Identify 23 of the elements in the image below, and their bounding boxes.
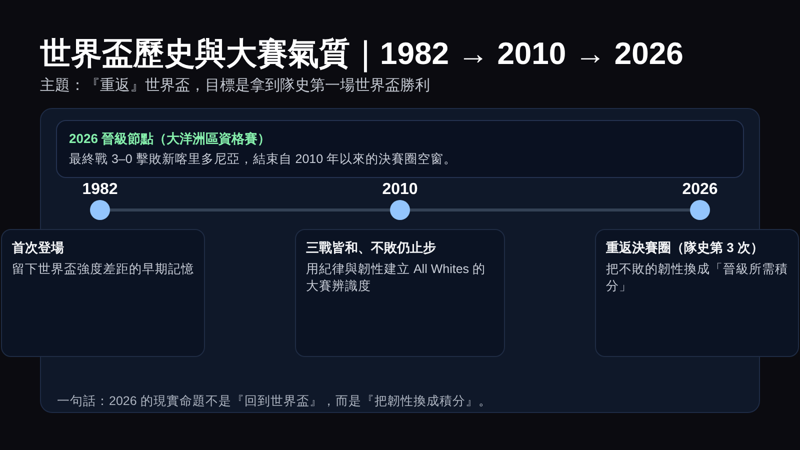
milestone-card xyxy=(595,229,799,357)
year-label: 2010 xyxy=(382,181,418,199)
timeline-dot xyxy=(690,200,710,220)
timeline-dot xyxy=(90,200,110,220)
milestone-card xyxy=(295,229,505,357)
milestone-card xyxy=(1,229,205,357)
box-heading: 2026 晉級節點（大洋洲區資格賽） xyxy=(69,130,272,148)
year-label: 1982 xyxy=(82,181,118,199)
footer-note: 一句話：2026 的現實命題不是『回到世界盃』，而是『把韌性換成積分』。 xyxy=(57,393,492,410)
subtitle: 主題：『重返』世界盃，目標是拿到隊史第一場世界盃勝利 xyxy=(40,76,430,96)
card-heading: 首次登場 xyxy=(12,239,65,257)
card-text: 留下世界盃強度差距的早期記憶 xyxy=(12,261,194,278)
title: 世界盃歷史與大賽氣質｜1982 → 2010 → 2026 xyxy=(40,35,684,74)
timeline-line xyxy=(410,208,690,212)
timeline-dot xyxy=(390,200,410,220)
timeline-line xyxy=(110,208,390,212)
year-label: 2026 xyxy=(682,181,718,199)
card-text: 把不敗的韌性換成「晉級所需積分」 xyxy=(606,261,788,295)
card-heading: 重返決賽圈（隊史第 3 次） xyxy=(606,239,764,257)
card-heading: 三戰皆和、不敗仍止步 xyxy=(306,239,437,257)
callout-box xyxy=(56,120,744,178)
card-text: 用紀律與韌性建立 All Whites 的大賽辨識度 xyxy=(306,261,487,295)
box-text: 最終戰 3–0 擊敗新喀里多尼亞，結束自 2010 年以來的決賽圈空窗。 xyxy=(69,151,458,168)
